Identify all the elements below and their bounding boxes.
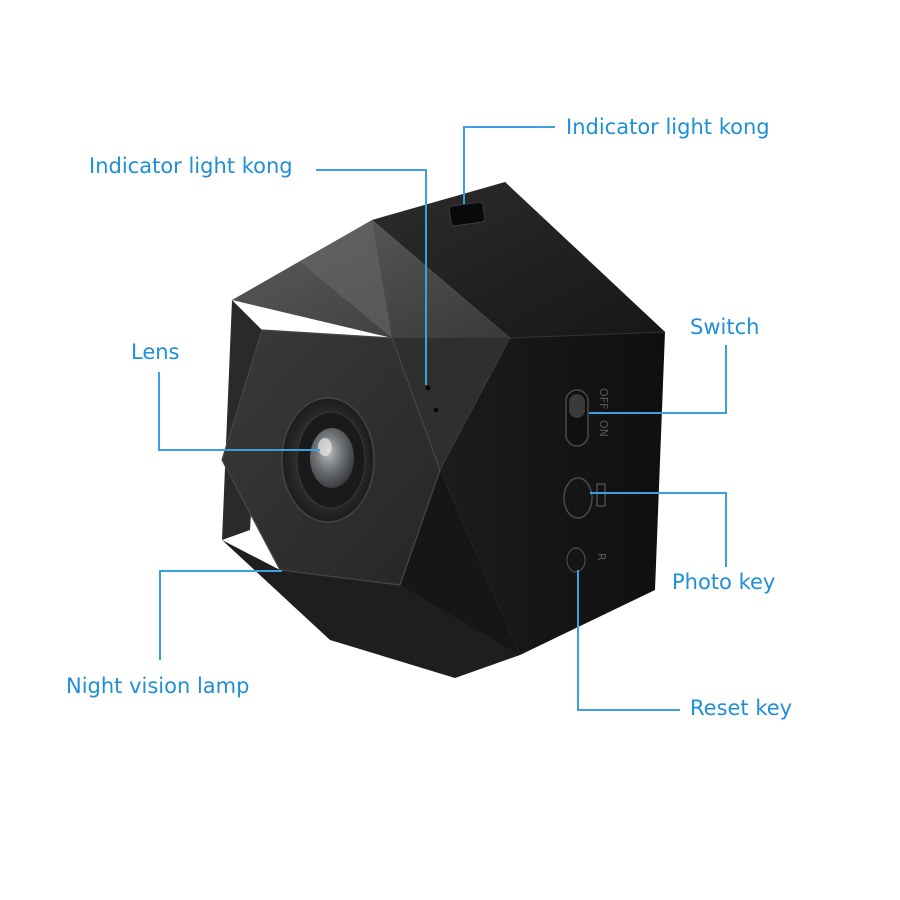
lens-glass — [310, 428, 354, 488]
label-reset-key: Reset key — [690, 696, 793, 720]
leader-lens — [158, 372, 320, 451]
camera-body: OFF ON R — [221, 182, 666, 678]
camera-front-right-facet-dark — [400, 470, 520, 655]
label-lens: Lens — [131, 340, 180, 364]
label-indicator-light-front: Indicator light kong — [89, 154, 293, 178]
leader-indicator-front — [316, 169, 427, 385]
switch-on-text: ON — [597, 420, 610, 437]
lens-assembly — [281, 397, 375, 523]
camera-front-hexagon-edge — [221, 329, 441, 586]
top-indicator-slot — [448, 201, 486, 227]
camera-top-edge — [509, 331, 666, 339]
photo-button[interactable] — [563, 477, 593, 519]
leader-night-vision — [159, 570, 282, 660]
power-switch-knob[interactable] — [569, 394, 585, 418]
lens-highlight — [318, 438, 332, 456]
label-night-vision-lamp: Night vision lamp — [66, 674, 250, 698]
camera-front-right-facet — [392, 338, 510, 585]
side-controls: OFF ON R — [563, 388, 610, 573]
label-switch: Switch — [690, 315, 760, 339]
switch-off-text: OFF — [597, 388, 610, 409]
camera-top-left-facet-highlight — [300, 220, 392, 338]
photo-icon — [596, 483, 606, 507]
front-indicator-hole — [425, 385, 431, 391]
leader-reset-key — [577, 570, 680, 711]
label-indicator-light-top: Indicator light kong — [566, 115, 770, 139]
leader-switch — [589, 345, 727, 414]
front-mic-hole — [433, 407, 439, 413]
leader-photo-key — [590, 492, 727, 567]
leader-indicator-top — [463, 126, 555, 204]
reset-button[interactable] — [566, 547, 586, 573]
reset-text: R — [595, 553, 608, 561]
label-photo-key: Photo key — [672, 570, 776, 594]
camera-top-face — [372, 182, 665, 338]
leader-lines — [158, 126, 727, 711]
